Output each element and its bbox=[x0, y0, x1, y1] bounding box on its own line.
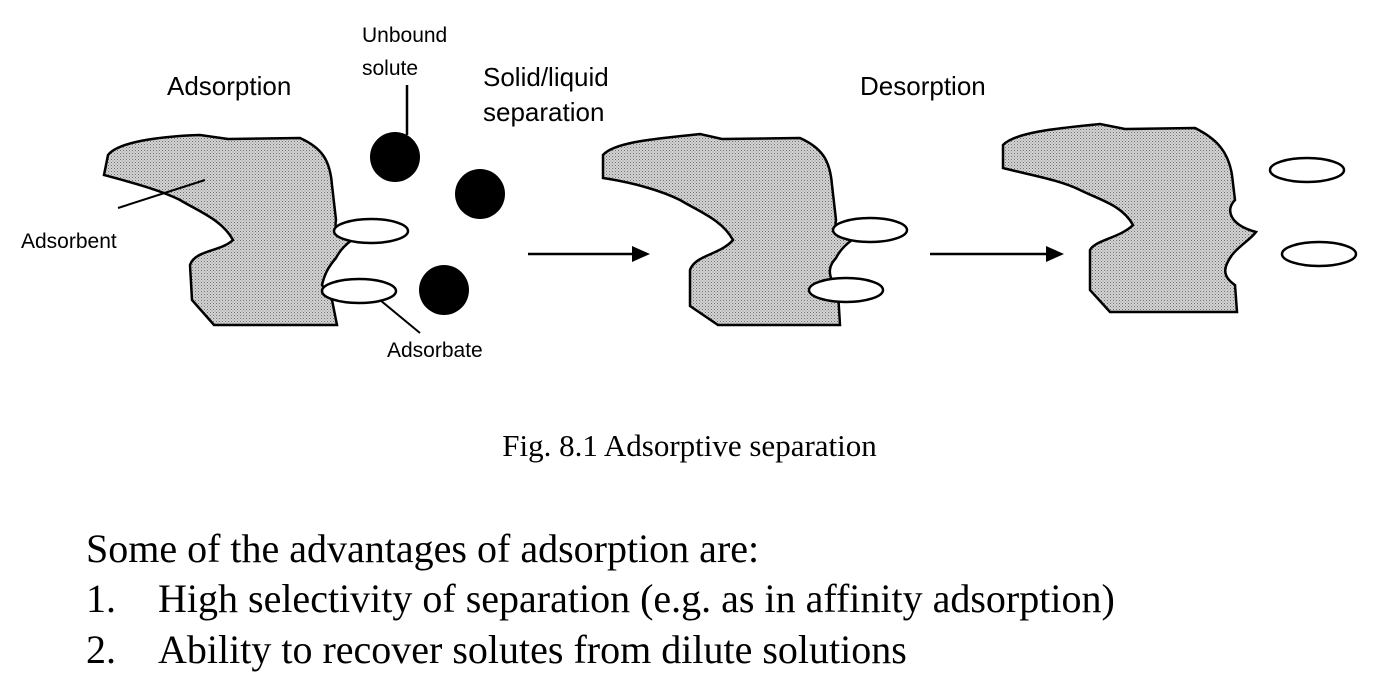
adsorbate-ellipse bbox=[831, 216, 909, 244]
figure-diagram bbox=[102, 85, 1358, 334]
label-solid-liquid-line2: separation bbox=[483, 97, 605, 127]
label-unbound-solute-line2: solute bbox=[362, 57, 419, 80]
arrow-right-icon bbox=[528, 246, 650, 262]
list-item-text: Ability to recover solutes from dilute s… bbox=[158, 627, 907, 672]
figure-caption: Fig. 8.1 Adsorptive separation bbox=[502, 428, 877, 463]
unbound-solute-dot bbox=[419, 265, 469, 315]
label-adsorbate: Adsorbate bbox=[387, 339, 483, 362]
desorbed-solute-ellipse bbox=[1268, 156, 1346, 184]
adsorbate-pointer-line bbox=[379, 299, 421, 334]
label-adsorption: Adsorption bbox=[167, 71, 292, 101]
list-item: 2. Ability to recover solutes from dilute… bbox=[86, 626, 907, 673]
unbound-solute-dot bbox=[455, 169, 505, 219]
adsorbent-pointer-line bbox=[117, 179, 206, 209]
list-item-number: 2. bbox=[86, 627, 116, 672]
list-item: 1. High selectivity of separation (e.g. a… bbox=[86, 575, 1115, 622]
label-solid-liquid-line1: Solid/liquid bbox=[483, 62, 609, 92]
adsorptive-separation-figure: Adsorption Unbound solute Solid/liquid s… bbox=[21, 24, 1358, 362]
label-adsorbent: Adsorbent bbox=[21, 230, 117, 253]
list-item-text: High selectivity of separation (e.g. as … bbox=[158, 576, 1115, 621]
adsorbate-ellipse bbox=[332, 217, 410, 245]
adsorbent-particle-stage3 bbox=[1001, 122, 1259, 314]
adsorbent-particle-stage1 bbox=[102, 133, 355, 327]
label-unbound-solute-line1: Unbound bbox=[362, 24, 448, 47]
unbound-solute-dot bbox=[370, 132, 420, 182]
desorbed-solute-ellipse bbox=[1280, 240, 1358, 268]
label-desorption: Desorption bbox=[860, 71, 986, 101]
adsorbate-ellipse bbox=[807, 276, 885, 304]
arrow-right-icon bbox=[930, 246, 1064, 262]
advantages-intro: Some of the advantages of adsorption are… bbox=[86, 526, 760, 571]
list-item-number: 1. bbox=[86, 576, 116, 621]
adsorbent-particle-stage2 bbox=[601, 132, 855, 327]
adsorbate-ellipse bbox=[320, 277, 398, 305]
